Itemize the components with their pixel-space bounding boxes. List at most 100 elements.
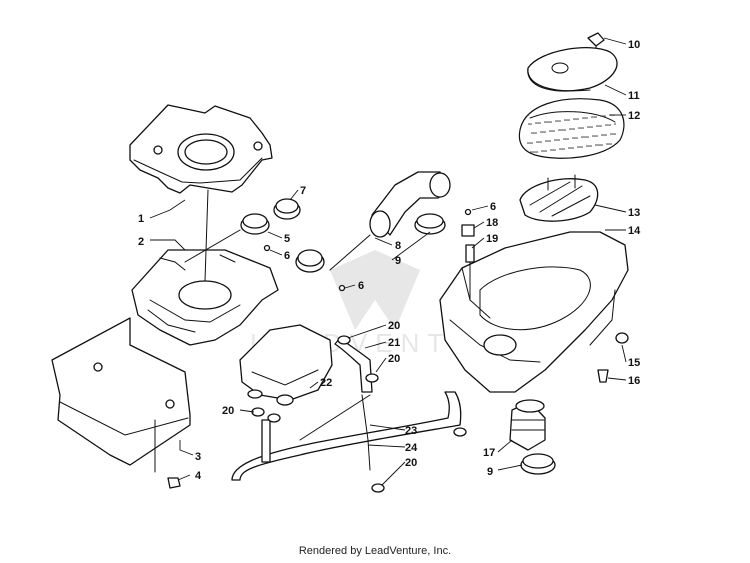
foam-dot — [544, 131, 546, 133]
foam-dot — [570, 147, 572, 149]
foam-dot — [586, 145, 588, 147]
foam-dot — [561, 148, 563, 150]
foam-texture — [527, 114, 616, 153]
part-18-fitting — [461, 224, 475, 237]
foam-dot — [568, 147, 570, 149]
foam-dot — [602, 115, 604, 117]
foam-dot — [608, 143, 610, 145]
foam-dot — [529, 142, 531, 144]
foam-dot — [588, 145, 590, 147]
foam-dot — [543, 150, 545, 152]
foam-dot — [578, 127, 580, 129]
callout-12: 12 — [628, 110, 640, 122]
callout-21: 21 — [388, 337, 400, 349]
foam-dot — [554, 149, 556, 151]
foam-dot — [565, 138, 567, 140]
part-20-clamp-d — [267, 413, 281, 423]
foam-dot — [577, 118, 579, 120]
foam-dot — [577, 146, 579, 148]
foam-dot — [581, 136, 583, 138]
foam-dot — [600, 125, 602, 127]
foam-dot — [527, 142, 529, 144]
foam-dot — [534, 151, 536, 153]
foam-dot — [590, 145, 592, 147]
foam-dot — [531, 142, 533, 144]
foam-dot — [560, 129, 562, 131]
foam-dot — [559, 148, 561, 150]
part-14-main-airbox — [439, 231, 629, 393]
foam-dot — [605, 124, 607, 126]
foam-dot — [612, 133, 614, 135]
foam-dot — [563, 138, 565, 140]
foam-dot — [594, 135, 596, 137]
foam-dot — [573, 118, 575, 120]
part-6-screw-a — [263, 244, 271, 252]
foam-dot — [596, 135, 598, 137]
part-20-clamp-e — [453, 427, 467, 437]
callout-14: 14 — [628, 225, 641, 237]
foam-dot — [562, 129, 564, 131]
foam-dot — [585, 136, 587, 138]
part-13-filter-cage — [519, 174, 599, 222]
callout-9b: 9 — [487, 466, 493, 478]
foam-dot — [591, 116, 593, 118]
foam-dot — [541, 150, 543, 152]
foam-dot — [566, 119, 568, 121]
part-3-lower-shroud — [51, 317, 191, 473]
foam-dot — [550, 121, 552, 123]
foam-dot — [553, 130, 555, 132]
part-8-intake-duct — [369, 171, 451, 238]
part-19-fitting — [465, 244, 475, 301]
foam-dot — [606, 143, 608, 145]
foam-dot — [539, 122, 541, 124]
callout-6b: 6 — [358, 280, 364, 292]
callout-22: 22 — [320, 377, 332, 389]
callout-23: 23 — [405, 425, 417, 437]
foam-dot — [563, 148, 565, 150]
part-5-clamp-upper — [240, 213, 270, 235]
foam-dot — [587, 126, 589, 128]
foam-dot — [610, 143, 612, 145]
part-7-clamp — [273, 198, 301, 220]
callout-13: 13 — [628, 207, 640, 219]
foam-dot — [572, 147, 574, 149]
foam-dot — [582, 127, 584, 129]
foam-dot — [545, 140, 547, 142]
foam-dot — [558, 129, 560, 131]
part-16-fastener — [597, 369, 609, 383]
foam-dot — [581, 146, 583, 148]
foam-dot — [540, 141, 542, 143]
foam-dot — [604, 115, 606, 117]
part-20-clamp-f — [371, 483, 385, 493]
foam-dot — [536, 141, 538, 143]
part-6-screw-b — [338, 284, 346, 292]
footer-credit: Rendered by LeadVenture, Inc. — [298, 545, 452, 557]
foam-dot — [573, 128, 575, 130]
foam-dot — [586, 117, 588, 119]
foam-dot — [544, 121, 546, 123]
part-24-hose — [261, 337, 373, 463]
foam-dot — [579, 146, 581, 148]
foam-dot — [583, 136, 585, 138]
foam-dot — [591, 126, 593, 128]
part-17-intake-boot — [509, 399, 546, 451]
part-11-filter-cover — [527, 46, 618, 92]
foam-dot — [610, 133, 612, 135]
part-12-foam-filter — [518, 98, 625, 159]
foam-dot — [550, 149, 552, 151]
part-2-airbox-base — [131, 189, 279, 346]
foam-dot — [548, 121, 550, 123]
foam-dot — [589, 126, 591, 128]
foam-dot — [574, 137, 576, 139]
foam-dot — [549, 140, 551, 142]
foam-dot — [598, 125, 600, 127]
foam-dot — [587, 136, 589, 138]
foam-dot — [571, 128, 573, 130]
foam-dot — [568, 119, 570, 121]
callout-8: 8 — [395, 240, 401, 252]
foam-dot — [528, 123, 530, 125]
callout-20d: 20 — [405, 457, 417, 469]
part-20-clamp-a — [337, 335, 351, 345]
part-9-clamp-upper — [414, 213, 446, 235]
